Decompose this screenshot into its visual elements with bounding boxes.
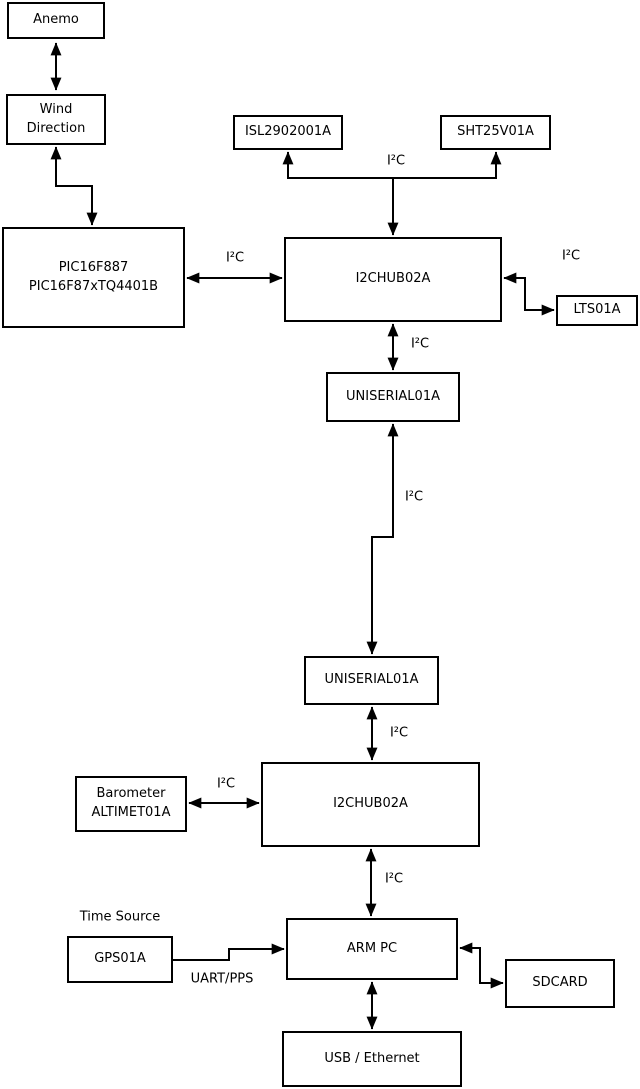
label-i2c-barometer-hub2: I²C: [216, 776, 236, 792]
node-uniserial-2: UNISERIAL01A: [304, 656, 439, 705]
node-usb-ethernet: USB / Ethernet: [282, 1031, 462, 1087]
node-sht-sensor: SHT25V01A: [440, 115, 551, 150]
node-isl-sensor: ISL2902001A: [233, 115, 343, 150]
node-uniserial-1: UNISERIAL01A: [326, 372, 460, 422]
label-i2c-uniserial-link: I²C: [404, 489, 424, 505]
edge-hub1-lts: [503, 272, 555, 316]
edge-armpc-sdcard: [459, 942, 504, 989]
node-lts-sensor: LTS01A: [556, 295, 638, 326]
node-sdcard: SDCARD: [505, 959, 615, 1008]
node-wind-direction: Wind Direction: [6, 94, 106, 145]
label-uart-pps: UART/PPS: [190, 971, 254, 987]
node-i2c-hub-2: I2CHUB02A: [261, 762, 480, 847]
edge-gps-armpc: [173, 943, 285, 961]
node-barometer: Barometer ALTIMET01A: [75, 776, 187, 832]
node-anemo: Anemo: [7, 2, 105, 39]
label-i2c-hub2-armpc: I²C: [384, 871, 404, 887]
label-i2c-hub1-uniserial1: I²C: [410, 336, 430, 352]
label-i2c-pic-hub: I²C: [225, 250, 245, 266]
label-i2c-sensor-branch: I²C: [386, 153, 406, 169]
node-pic-controller: PIC16F887 PIC16F87xTQ4401B: [2, 227, 185, 328]
label-time-source: Time Source: [79, 909, 161, 925]
node-i2c-hub-1: I2CHUB02A: [284, 237, 502, 322]
node-arm-pc: ARM PC: [286, 918, 458, 980]
edge-uniserial1-uniserial2: [366, 423, 399, 655]
label-i2c-uniserial2-hub2: I²C: [389, 725, 409, 741]
label-i2c-lts-link: I²C: [561, 248, 581, 264]
node-gps: GPS01A: [67, 936, 173, 983]
edge-winddirection-pic: [50, 146, 98, 226]
